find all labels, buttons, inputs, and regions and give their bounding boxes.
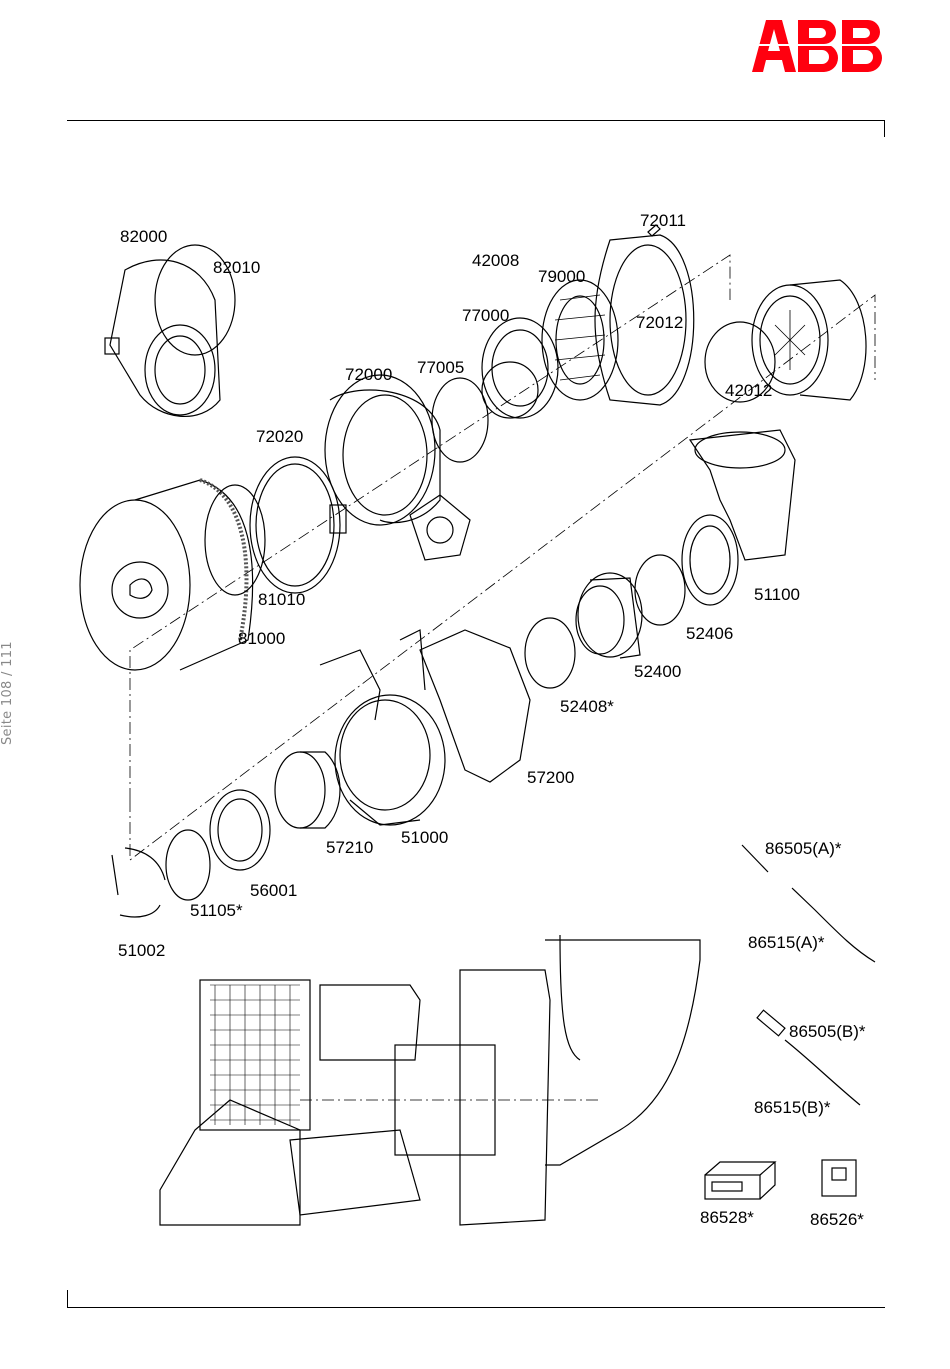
housing-72000-part	[325, 375, 470, 560]
part-number-label: 51105*	[190, 901, 243, 920]
part-number-label: 77005	[417, 358, 464, 377]
part-number-label: 52406	[686, 624, 733, 643]
cable-86515b-part	[785, 1040, 860, 1105]
part-number-label: 57210	[326, 838, 373, 857]
part-number-label: 86505(B)*	[789, 1022, 866, 1041]
part-number-label: 86515(A)*	[748, 933, 825, 952]
part-number-label: 51000	[401, 828, 448, 847]
part-number-label: 79000	[538, 267, 585, 286]
part-number-label: 42012	[725, 381, 772, 400]
part-number-label: 77000	[462, 306, 509, 325]
hood-57200-part	[400, 630, 530, 782]
outlet-casing-51100-part	[682, 430, 795, 605]
ring-52408-part	[525, 618, 575, 688]
part-number-label: 81010	[258, 590, 305, 609]
part-number-label: 86505(A)*	[765, 839, 842, 858]
ring-56001-part	[210, 790, 270, 870]
blade-ring-79000-part	[542, 280, 618, 400]
inlet-casing-51000-part	[320, 650, 445, 825]
part-number-label: 86526*	[810, 1210, 864, 1229]
part-number-label: 82000	[120, 227, 167, 246]
module-86526-part	[822, 1160, 856, 1196]
part-number-label: 82010	[213, 258, 260, 277]
sensor-86505b-part	[757, 1010, 785, 1036]
part-number-label: 51100	[754, 585, 800, 604]
part-number-label: 86515(B)*	[754, 1098, 831, 1117]
part-number-label: 52408*	[560, 697, 614, 716]
part-number-label: 42008	[472, 251, 519, 270]
part-number-label: 81000	[238, 629, 285, 648]
ring-77005-part	[432, 378, 488, 462]
sectional-view	[160, 935, 700, 1225]
box-86528-part	[705, 1162, 775, 1199]
silencer-housing-part	[105, 260, 220, 416]
ring-81010-part	[205, 485, 265, 595]
part-number-label: 51002	[118, 941, 165, 960]
assembly-axis-upper	[130, 255, 730, 800]
part-number-label: 72000	[345, 365, 392, 384]
part-number-label: 72012	[636, 313, 683, 332]
part-number-label: 52400	[634, 662, 681, 681]
part-number-label: 57200	[527, 768, 574, 787]
part-number-label: 72020	[256, 427, 303, 446]
ring-51105-part	[166, 830, 210, 900]
part-number-label: 56001	[250, 881, 297, 900]
sleeve-57210-part	[275, 752, 340, 828]
segments-51002-part	[112, 848, 165, 917]
part-number-label: 86528*	[700, 1208, 754, 1227]
part-52400	[576, 573, 642, 658]
part-number-label: 72011	[640, 211, 686, 230]
filter-drum-part	[80, 480, 253, 670]
